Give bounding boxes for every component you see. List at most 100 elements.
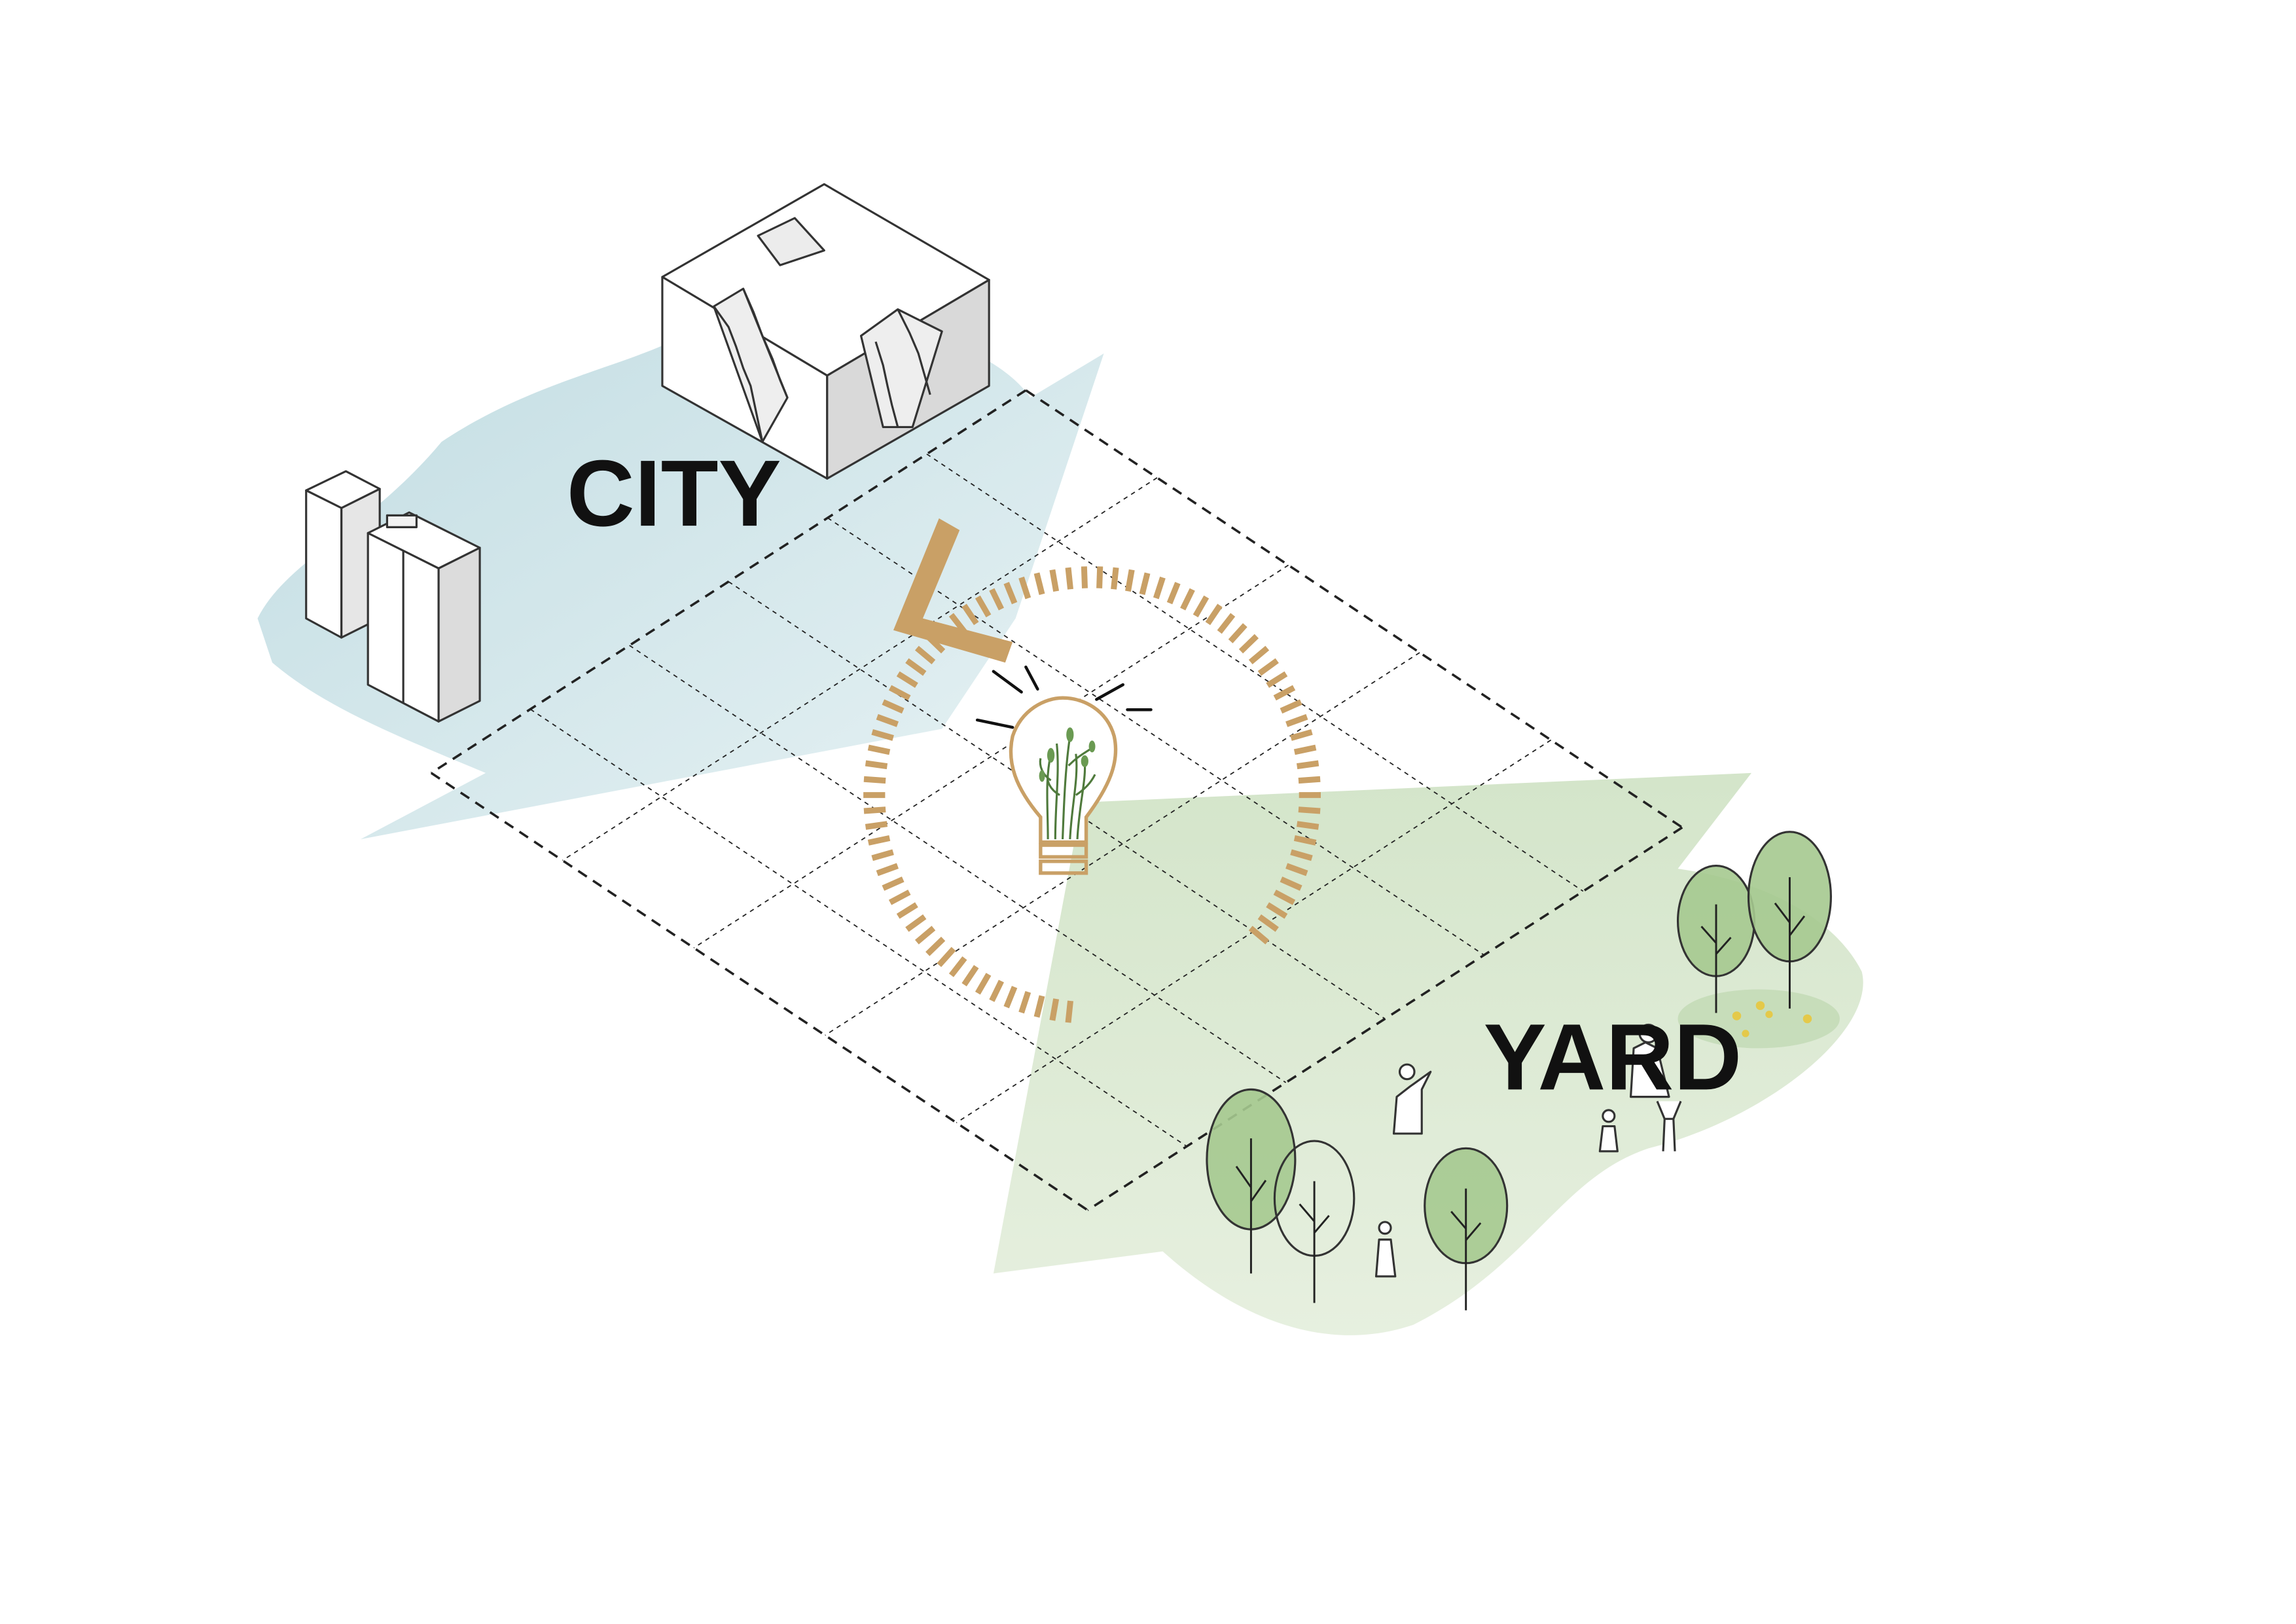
arc-tick [1290, 729, 1313, 741]
arc-tick [1285, 863, 1308, 876]
arc-tick [1205, 604, 1223, 626]
arc-tick [1257, 658, 1279, 676]
arc-tick [1166, 581, 1181, 605]
lightbulb-with-plants-icon [975, 665, 1153, 875]
arc-tick [961, 604, 979, 626]
arc-tick [948, 956, 967, 977]
person-pointing [1392, 1063, 1432, 1135]
arc-tick [905, 658, 927, 676]
plant-leaves [1039, 727, 1096, 782]
arc-tick [1266, 671, 1288, 688]
grid-border [1025, 389, 1683, 829]
grid-border [1086, 826, 1683, 1212]
arc-tick [1003, 581, 1018, 605]
grid-line [693, 564, 1289, 948]
arc-tick [961, 965, 979, 986]
arc-tick [1280, 876, 1302, 891]
arc-tick [865, 760, 888, 770]
arc-tick [1297, 821, 1319, 830]
arc-tick [989, 588, 1004, 611]
arc-tick [1049, 998, 1060, 1021]
grid-line [827, 517, 1484, 956]
arc-tick [865, 821, 888, 830]
grid-line [728, 581, 1386, 1020]
arc-tick [1298, 806, 1321, 814]
arc-tick [1280, 699, 1302, 714]
yard-zone-shape [993, 772, 1863, 1335]
arc-tick [867, 835, 891, 846]
arc-tick [1273, 685, 1296, 701]
arc-tick [1257, 914, 1279, 932]
person-standing [1598, 1109, 1619, 1153]
arc-tick [1273, 890, 1296, 905]
arc-tick [1018, 576, 1031, 600]
arc-tick [1153, 576, 1166, 600]
arc-tick [867, 744, 891, 755]
arc-tick [896, 671, 918, 688]
arc-tick [1180, 588, 1195, 611]
grid-line [529, 708, 1187, 1147]
arc-tick [1293, 744, 1317, 755]
arc-tick [1290, 849, 1313, 861]
arc-tick [975, 595, 992, 618]
tree [1206, 1088, 1297, 1274]
arc-tick [876, 713, 899, 727]
arc-tick [1125, 569, 1135, 592]
site-grid [430, 389, 1683, 1212]
arc-tick [1033, 572, 1045, 595]
trees [1206, 831, 1832, 1310]
arc-tick [1193, 595, 1210, 618]
light-rays [975, 665, 1153, 729]
tree [1273, 1140, 1355, 1303]
arc-tick [871, 729, 894, 741]
arc-tick [1285, 713, 1308, 727]
arc-tick [914, 926, 936, 945]
arc-tick [863, 776, 886, 784]
city-label: CITY [567, 441, 781, 546]
person-walking [1374, 1221, 1397, 1278]
arc-tick [1111, 567, 1119, 590]
arc-tick [905, 914, 927, 932]
arc-tick [989, 979, 1004, 1002]
arc-tick [1033, 995, 1045, 1018]
arc-tick [888, 685, 911, 701]
arc-tick [1248, 926, 1270, 945]
plants-inside-bulb [1039, 736, 1096, 840]
grid-line [629, 645, 1287, 1083]
chevron-left-icon [893, 518, 1013, 663]
arc-tick [1266, 902, 1288, 919]
grid-line [825, 652, 1420, 1036]
person-waving [1630, 1023, 1670, 1098]
arc-tick [1049, 569, 1060, 592]
arc-tick [1003, 986, 1018, 1009]
arc-tick [1018, 990, 1031, 1014]
grid-border [430, 772, 1088, 1212]
arc-tick [1065, 1000, 1073, 1023]
bulb-outline [1009, 696, 1118, 844]
arc-tick [1065, 567, 1073, 590]
arc-tick [975, 973, 992, 995]
arc-tick [888, 890, 911, 905]
arc-tick [882, 876, 905, 891]
yard-label: YARD [1484, 1005, 1742, 1110]
arc-tick [1228, 623, 1247, 643]
arc-tick [1293, 835, 1317, 846]
arc-tick [1298, 776, 1321, 784]
tower-building [305, 470, 481, 723]
arc-tick [1139, 572, 1151, 595]
grid-border [430, 389, 1027, 774]
arc-tick [925, 937, 946, 956]
yellow-flowers [1732, 1001, 1812, 1038]
tree [1747, 831, 1832, 1009]
arc-tick [1081, 566, 1088, 588]
terraced-building [661, 183, 990, 480]
arc-tick [871, 849, 894, 861]
flower-patch [1677, 989, 1840, 1049]
arc-tick [1297, 760, 1319, 770]
yard-zone [993, 772, 1863, 1335]
arc-tick [896, 902, 918, 919]
person-cheering [1656, 1100, 1682, 1151]
bulb-base [1039, 843, 1088, 875]
people [1374, 1023, 1682, 1278]
